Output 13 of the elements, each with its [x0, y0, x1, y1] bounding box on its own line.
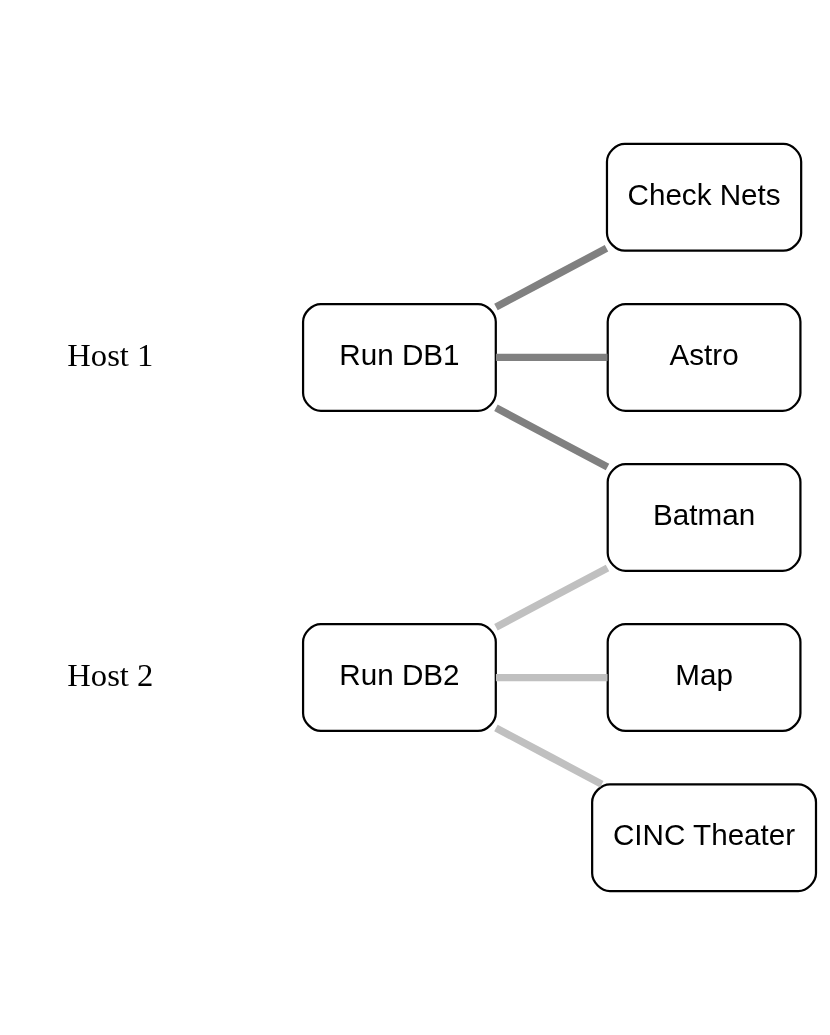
node-box: CINC Theater — [591, 783, 818, 893]
node-box: Map — [606, 623, 802, 733]
connector — [494, 564, 610, 631]
connector — [494, 724, 604, 788]
node-box: Astro — [606, 302, 802, 412]
node-box: Batman — [606, 463, 802, 572]
label: Host 1 — [67, 336, 154, 373]
node-box: Run DB1 — [301, 302, 497, 412]
connector — [494, 245, 609, 311]
connector — [494, 404, 610, 471]
node-box: Run DB2 — [301, 623, 497, 733]
node-box: Check Nets — [605, 142, 803, 252]
label: Host 2 — [67, 656, 154, 693]
